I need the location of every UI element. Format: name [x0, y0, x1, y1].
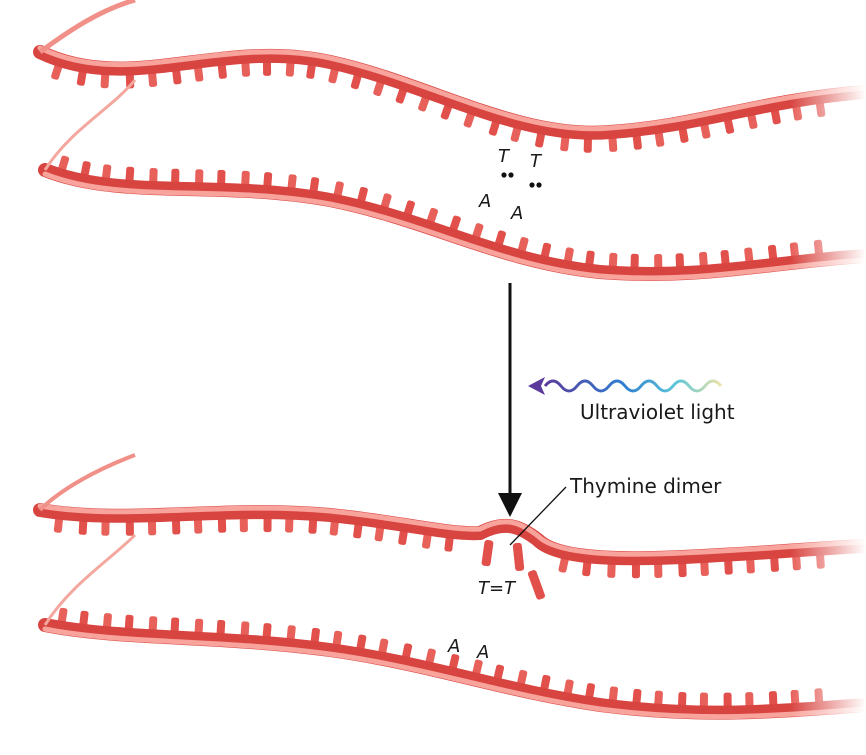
backbone-top-after [33, 503, 866, 566]
base-label-a4: A [477, 642, 490, 663]
bases-top-after [53, 512, 825, 579]
strand-top-before [33, 0, 866, 153]
strand-tail-bottom-before [43, 79, 137, 171]
strand-tail-top-before [38, 0, 136, 55]
backbone-bottom-before [38, 163, 866, 282]
strand-bottom-before [38, 79, 866, 282]
bases-bottom-after [57, 607, 824, 713]
dimer-label: T=T [478, 578, 516, 599]
backbone-top-before [33, 45, 866, 140]
strand-top-after [33, 453, 866, 579]
thymine-dimer-bases [481, 539, 545, 600]
base-label-a3: A [448, 636, 461, 657]
base-label-a1: A [479, 191, 492, 212]
dimer-callout-line [509, 486, 567, 546]
base-label-a2: A [511, 203, 524, 224]
strand-bottom-after [38, 533, 866, 720]
base-label-t1: T [498, 146, 509, 167]
bases-bottom-before [56, 155, 824, 274]
base-label-t2: T [530, 151, 541, 172]
uv-light-wave [528, 377, 723, 395]
uv-arrowhead [528, 377, 545, 395]
right-fade [790, 0, 866, 755]
uv-light-label: Ultraviolet light [580, 400, 735, 424]
hydrogen-bonds [501, 172, 542, 188]
thymine-dimer-label: Thymine dimer [570, 474, 722, 498]
backbone-bottom-after [38, 618, 866, 720]
strand-tail-top-after [38, 453, 136, 512]
strand-tail-bottom-after [43, 533, 137, 626]
